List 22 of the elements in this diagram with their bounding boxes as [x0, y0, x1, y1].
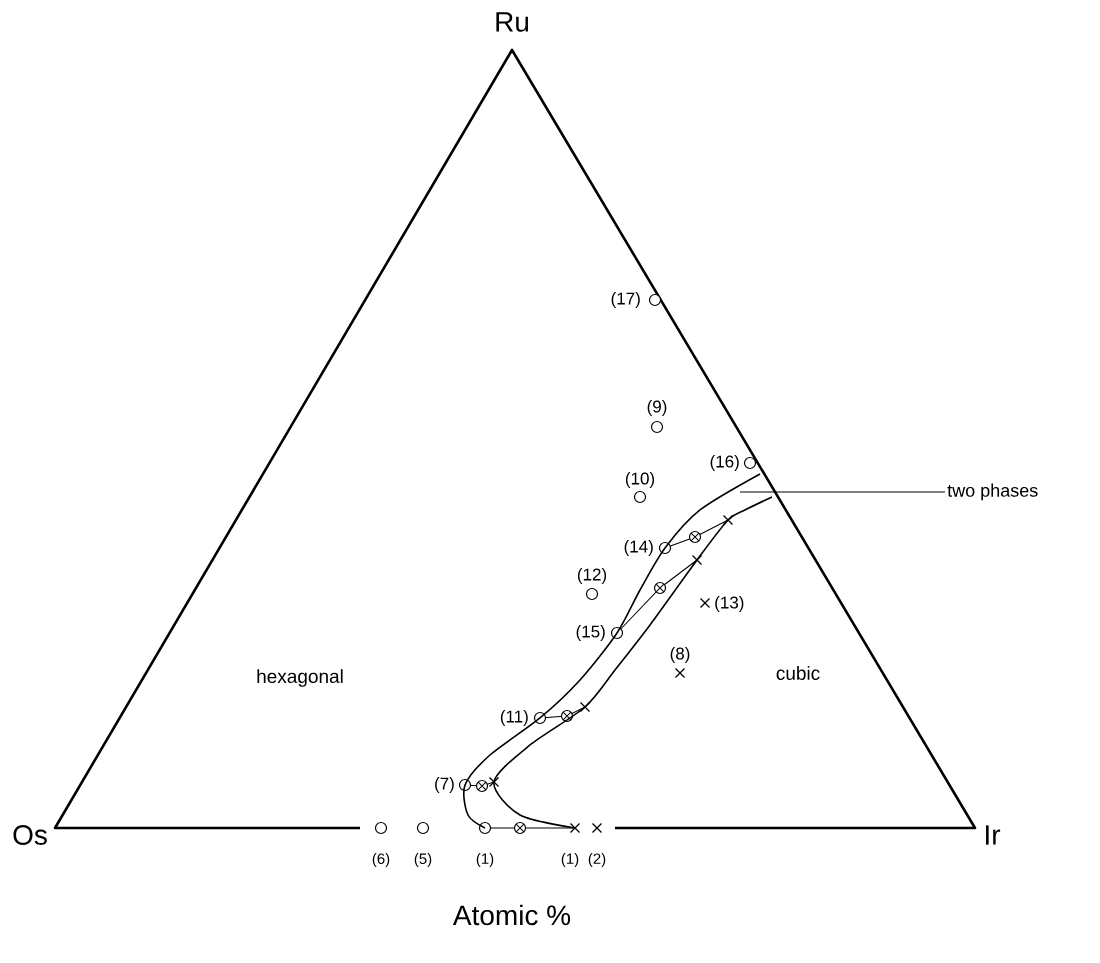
point-label: (5): [414, 853, 432, 867]
point-label: (17): [611, 292, 640, 308]
point-label: (13): [715, 596, 744, 612]
point-label: (12): [577, 568, 607, 584]
leader-line: [739, 491, 946, 493]
point-label: (1): [476, 853, 494, 867]
point-label: (2): [588, 853, 606, 867]
point-label: (8): [670, 647, 690, 663]
point-label: (15): [576, 625, 605, 641]
callout-text: two phases: [947, 483, 1038, 501]
point-label: (11): [500, 710, 528, 726]
point-label: (1): [561, 853, 579, 867]
axis-label: Atomic %: [452, 904, 571, 926]
vertex-label: Ir: [986, 825, 1001, 845]
vertex-label: Os: [13, 825, 47, 845]
vertex-label: Ru: [496, 12, 529, 32]
point-label: (10): [625, 472, 655, 488]
point-label: (14): [624, 540, 653, 556]
region-label: hexagonal: [257, 669, 343, 687]
two-phase-band: [463, 473, 773, 829]
point-label: (6): [372, 853, 390, 867]
point-label: (9): [647, 400, 667, 416]
